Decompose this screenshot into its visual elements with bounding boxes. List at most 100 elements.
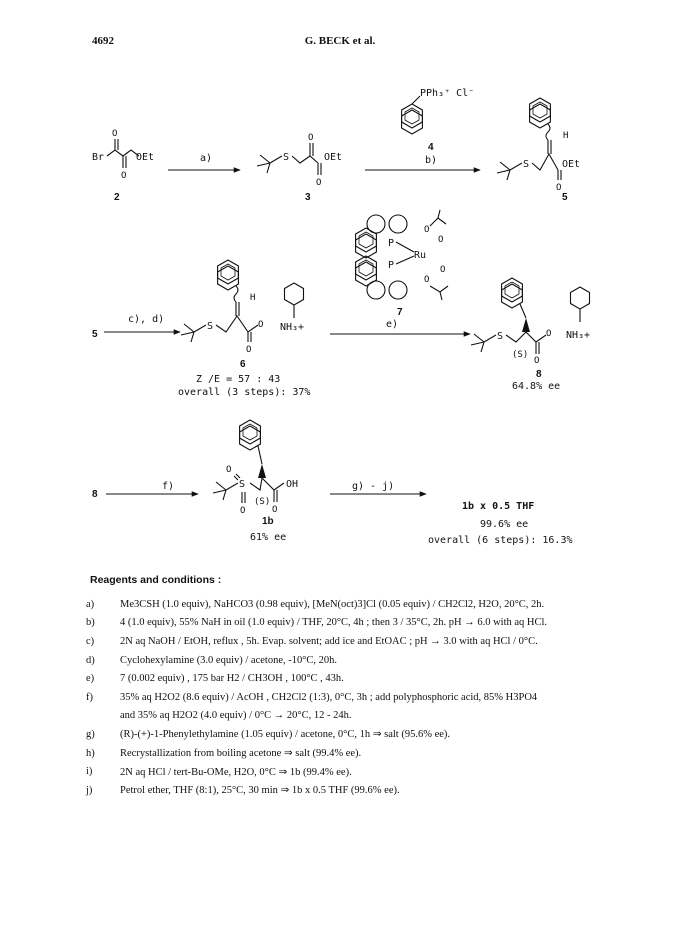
running-head-authors: G. BECK et al.	[304, 35, 376, 47]
oxo-label: O	[246, 345, 251, 355]
sulfur-label: S	[283, 152, 289, 163]
compound-1b-structure: S O O (S) O OH	[212, 419, 298, 516]
condition-key: b)	[86, 617, 95, 629]
condition-text: and 35% aq H2O2 (4.0 equiv) / 0°C → 20°C…	[120, 710, 352, 722]
carboxylate-label: O	[258, 320, 263, 330]
oet-label: OEt	[562, 159, 580, 170]
hydroxyl-label: OH	[286, 479, 298, 490]
condition-key: e)	[86, 673, 95, 685]
carboxylate-label: O	[546, 329, 551, 339]
compound-2-structure: Br O O OEt	[92, 129, 154, 181]
condition-text: Recrystallization from boiling acetone ⇒…	[120, 748, 362, 760]
condition-key: i)	[86, 766, 93, 778]
oet-label: OEt	[324, 152, 342, 163]
ruthenium-label: Ru	[414, 250, 426, 261]
reaction-scheme: Br O O OEt 2 a) S O O OEt 3 PPh₃⁺ Cl⁻ 4 …	[92, 88, 590, 527]
step-label-gj: g) - j)	[352, 481, 394, 492]
oxo-label: O	[556, 183, 561, 193]
compound-3-structure: S O O OEt	[256, 133, 342, 188]
ee-compound-1b: 61% ee	[250, 532, 287, 543]
compound-8-structure: S (S) O O NH₃+	[470, 277, 590, 366]
condition-key: f)	[86, 691, 93, 703]
step-label-f: f)	[162, 481, 174, 492]
oxygen-label: O	[424, 275, 429, 285]
compound-label-8: 8	[536, 369, 542, 380]
ammonium-label: NH₃+	[280, 322, 304, 333]
ee-final-product: 99.6% ee	[480, 519, 529, 530]
compound-label-7: 7	[397, 307, 403, 318]
compound-label-4: 4	[428, 142, 434, 153]
hydrogen-label: H	[250, 293, 255, 303]
oxo-label: O	[308, 133, 313, 143]
sulfur-label: S	[239, 479, 245, 490]
compound-label-3: 3	[305, 192, 311, 203]
condition-key: d)	[86, 654, 95, 666]
condition-row: e) 7 (0.002 equiv) , 175 bar H2 / CH3OH ,…	[86, 669, 646, 688]
hydrogen-label: H	[563, 131, 568, 141]
compound-4-structure: PPh₃⁺ Cl⁻	[401, 88, 474, 135]
condition-text: Petrol ether, THF (8:1), 25°C, 30 min ⇒ …	[120, 785, 400, 797]
oxo-label: O	[272, 505, 277, 515]
ee-compound-8: 64.8% ee	[512, 381, 561, 392]
sulfonyl-oxygen-label: O	[240, 506, 245, 516]
sulfur-label: S	[523, 159, 529, 170]
condition-row: a) Me3CSH (1.0 equiv), NaHCO3 (0.98 equiv…	[86, 595, 646, 614]
condition-key: a)	[86, 598, 95, 610]
compound-label-8: 8	[92, 489, 98, 500]
phosphonium-label: PPh₃⁺ Cl⁻	[420, 88, 474, 99]
condition-key: j)	[86, 784, 93, 796]
page-number: 4692	[92, 35, 114, 47]
condition-text: 35% aq H2O2 (8.6 equiv) / AcOH , CH2Cl2 …	[120, 691, 538, 703]
oet-label: OEt	[136, 152, 154, 163]
compound-label-6: 6	[240, 359, 246, 370]
oxo-label: O	[112, 129, 117, 139]
step-label-e: e)	[386, 319, 398, 330]
condition-row: j) Petrol ether, THF (8:1), 25°C, 30 min …	[86, 781, 646, 800]
conditions-list: a) Me3CSH (1.0 equiv), NaHCO3 (0.98 equiv…	[86, 595, 646, 800]
sulfur-label: S	[207, 321, 213, 332]
condition-key: h)	[86, 747, 95, 759]
condition-row: c) 2N aq NaOH / EtOH, reflux , 5h. Evap. …	[86, 632, 646, 651]
oxo-label: O	[121, 171, 126, 181]
step-label-a: a)	[200, 153, 212, 164]
oxo-label: O	[534, 356, 539, 366]
condition-text: 4 (1.0 equiv), 55% NaH in oil (1.0 equiv…	[120, 617, 548, 629]
condition-text: 2N aq NaOH / EtOH, reflux , 5h. Evap. so…	[120, 635, 538, 647]
compound-6-structure: H S O O NH₃+	[180, 259, 304, 355]
stereo-descriptor: (S)	[512, 350, 528, 360]
oxygen-label: O	[438, 235, 443, 245]
sulfonyl-oxygen-label: O	[226, 465, 231, 475]
oxygen-label: O	[424, 225, 429, 235]
oxygen-label: O	[440, 265, 445, 275]
compound-label-5: 5	[92, 329, 98, 340]
phosphorus-label: P	[388, 238, 394, 249]
condition-row: g) (R)-(+)-1-Phenylethylamine (1.05 equiv…	[86, 725, 646, 744]
oxo-label: O	[316, 178, 321, 188]
step-label-cd: c), d)	[128, 314, 164, 325]
ammonium-label: NH₃+	[566, 330, 590, 341]
compound-label-5: 5	[562, 192, 568, 203]
compound-5-structure: H S O OEt	[496, 97, 580, 193]
condition-text: Cyclohexylamine (3.0 equiv) / acetone, -…	[120, 654, 338, 666]
compound-7-catalyst-structure: P P Ru O O O O	[355, 209, 449, 301]
step-label-b: b)	[425, 155, 437, 166]
condition-row: f) 35% aq H2O2 (8.6 equiv) / AcOH , CH2Cl…	[86, 688, 646, 707]
condition-row: i) 2N aq HCl / tert-Bu-OMe, H2O, 0°C ⇒ 1b…	[86, 762, 646, 781]
overall-yield-6-steps: overall (6 steps): 16.3%	[428, 535, 573, 546]
condition-row: b) 4 (1.0 equiv), 55% NaH in oil (1.0 equ…	[86, 614, 646, 633]
condition-key: c)	[86, 635, 95, 647]
condition-row: h) Recrystallization from boiling acetone…	[86, 744, 646, 763]
condition-row: d) Cyclohexylamine (3.0 equiv) / acetone,…	[86, 651, 646, 670]
sulfur-label: S	[497, 331, 503, 342]
phosphorus-label: P	[388, 260, 394, 271]
condition-key: g)	[86, 728, 95, 740]
stereo-descriptor: (S)	[254, 497, 270, 507]
overall-yield-3-steps: overall (3 steps): 37%	[178, 387, 311, 398]
condition-text: Me3CSH (1.0 equiv), NaHCO3 (0.98 equiv),…	[120, 598, 545, 610]
compound-label-1b: 1b	[262, 516, 274, 527]
condition-text: 7 (0.002 equiv) , 175 bar H2 / CH3OH , 1…	[120, 673, 344, 685]
br-label: Br	[92, 152, 104, 163]
conditions-title: Reagents and conditions :	[90, 574, 222, 586]
condition-text: 2N aq HCl / tert-Bu-OMe, H2O, 0°C ⇒ 1b (…	[120, 766, 352, 778]
condition-text: (R)-(+)-1-Phenylethylamine (1.05 equiv) …	[120, 729, 451, 741]
